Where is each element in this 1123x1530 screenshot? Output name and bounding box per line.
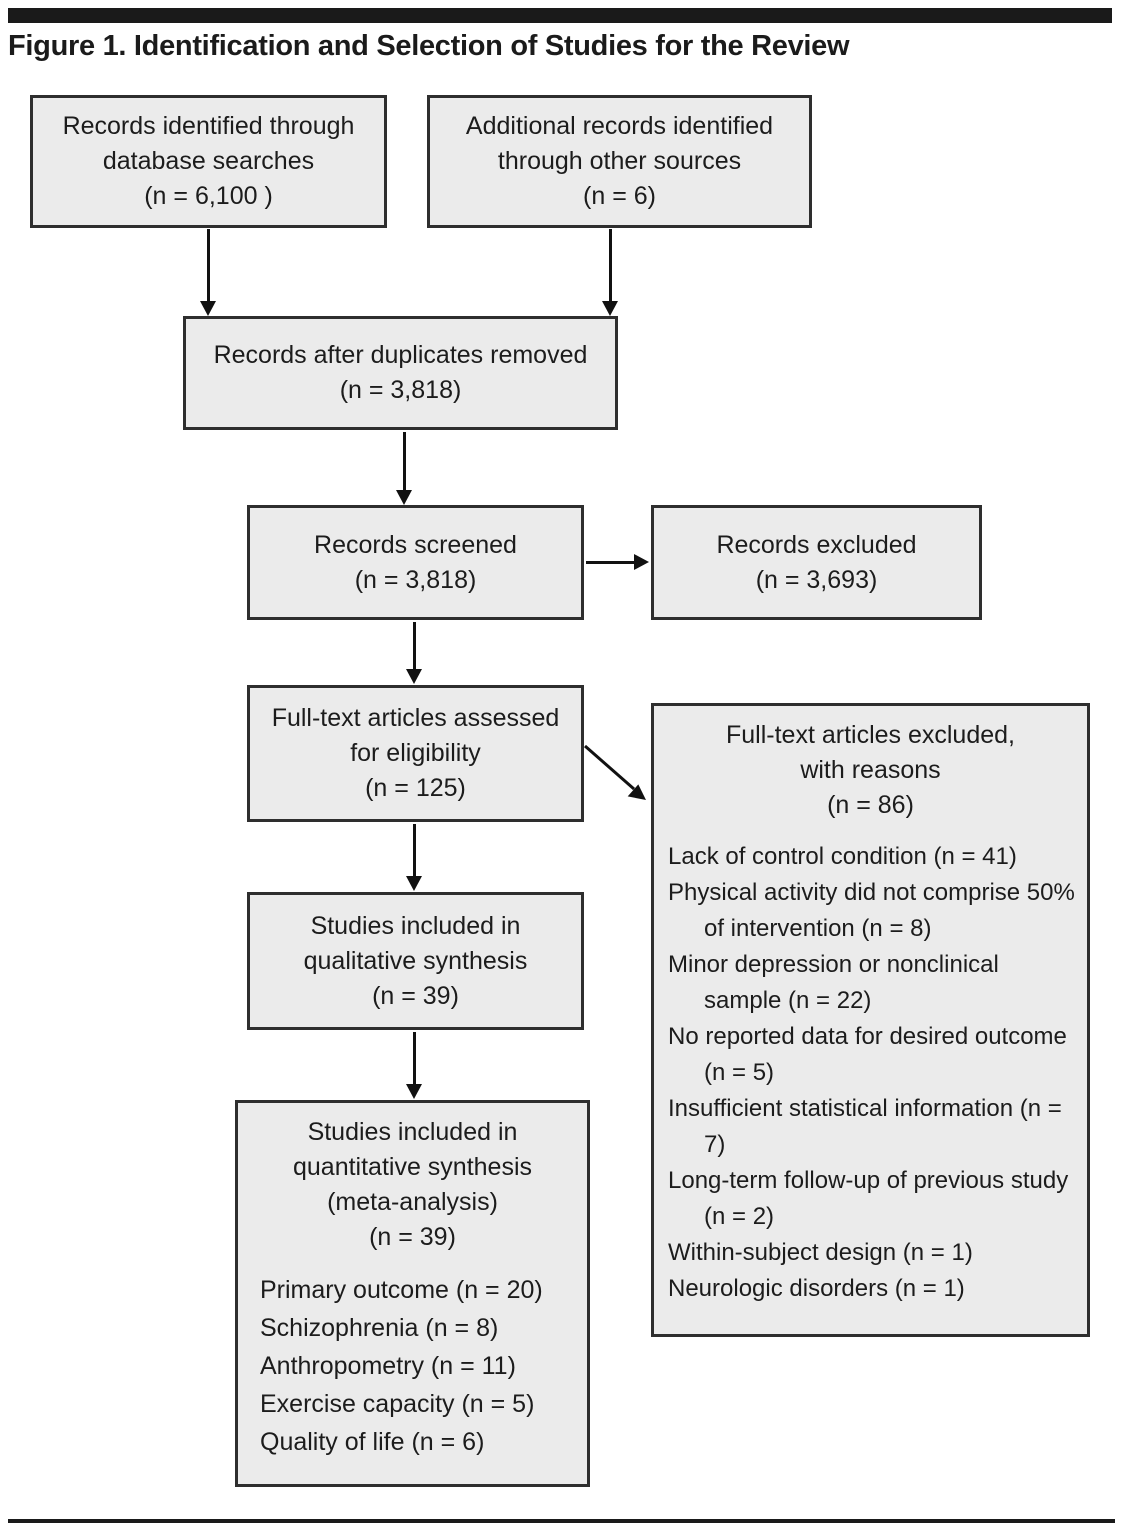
arrowhead-qualitative-to-quantitative [406,1084,422,1099]
box-text-line: with reasons [800,756,941,784]
box-text-line: (n = 3,818) [354,565,477,594]
outcome-item: Primary outcome (n = 20) [260,1276,543,1304]
box-records-screened: Records screened (n = 3,818) [247,505,584,620]
exclusion-reason: Within-subject design (n = 1) [668,1239,973,1266]
box-text-line: database searches [102,147,315,175]
outcome-item: Quality of life (n = 6) [260,1428,485,1456]
box-text-line: qualitative synthesis [303,946,528,975]
arrowhead-duplicates-to-screened [396,490,412,505]
box-duplicates-removed: Records after duplicates removed (n = 3,… [183,316,618,430]
arrow-screened-to-fulltext [413,622,416,670]
box-fulltext-excluded-reasons: Full-text articles excluded, with reason… [651,703,1090,1337]
exclusion-reason: Insufficient statistical information (n … [668,1095,1062,1158]
box-additional-records: Additional records identified through ot… [427,95,812,228]
exclusion-reason: No reported data for desired outcome (n … [668,1023,1067,1086]
box-text-line: (n = 3,693) [755,565,878,594]
arrow-additional-to-duplicates [609,229,612,302]
box-text-line: through other sources [497,147,742,175]
box-qualitative-synthesis: Studies included in qualitative synthesi… [247,892,584,1030]
box-text-line: Full-text articles assessed [271,704,560,732]
top-rule [8,8,1112,23]
box-text-line: (n = 39) [369,1223,456,1251]
outcome-item: Exercise capacity (n = 5) [260,1390,535,1418]
box-text-line: (n = 6) [583,182,656,210]
box-text-line: (meta-analysis) [327,1188,498,1216]
box-text-line: Records after duplicates removed [213,341,588,369]
box-quantitative-synthesis: Studies included in quantitative synthes… [235,1100,590,1487]
box-text-line: quantitative synthesis [292,1153,533,1181]
box-text-line: Full-text articles excluded, [725,721,1015,749]
outcome-item: Schizophrenia (n = 8) [260,1314,499,1342]
exclusion-reason: Minor depression or nonclinical sample (… [668,951,999,1014]
arrowhead-additional-to-duplicates [602,301,618,316]
box-text-line: Studies included in [310,911,521,940]
box-text-line: (n = 3,818) [339,376,462,404]
exclusion-reason: Neurologic disorders (n = 1) [668,1275,965,1302]
arrow-duplicates-to-screened [403,432,406,491]
box-text-line: Records excluded [716,530,917,559]
box-text-line: (n = 86) [827,791,914,819]
box-text-line: for eligibility [350,739,481,767]
exclusion-reason: Physical activity did not comprise 50% o… [668,879,1075,942]
box-text-line: Records identified through [62,112,355,140]
arrowhead-identified-to-duplicates [200,301,216,316]
bottom-rule [8,1519,1115,1523]
exclusion-reason-list: Lack of control condition (n = 41) Physi… [654,823,1087,1307]
outcome-item: Anthropometry (n = 11) [260,1352,516,1380]
figure-title: Figure 1. Identification and Selection o… [8,30,850,62]
box-text-line: (n = 125) [365,774,466,802]
box-text-line: (n = 6,100 ) [144,182,273,210]
exclusion-reason: Lack of control condition (n = 41) [668,843,1017,870]
arrowhead-screened-to-excluded [634,554,649,570]
box-text-line: Additional records identified [465,112,774,140]
box-records-identified: Records identified through database sear… [30,95,387,228]
box-fulltext-assessed: Full-text articles assessed for eligibil… [247,685,584,822]
box-records-excluded: Records excluded (n = 3,693) [651,505,982,620]
arrowhead-screened-to-fulltext [406,669,422,684]
outcome-list: Primary outcome (n = 20) Schizophrenia (… [238,1255,587,1461]
arrow-fulltext-to-qualitative [413,824,416,877]
arrowhead-fulltext-to-qualitative [406,876,422,891]
arrow-screened-to-excluded [586,561,634,564]
box-text-line: Records screened [314,530,517,559]
box-text-line: Studies included in [307,1118,518,1146]
box-text-line: (n = 39) [372,981,459,1010]
arrow-qualitative-to-quantitative [413,1032,416,1085]
arrow-fulltext-to-excluded [584,745,646,800]
exclusion-reason: Long-term follow-up of previous study (n… [668,1167,1069,1230]
arrow-identified-to-duplicates [207,229,210,302]
